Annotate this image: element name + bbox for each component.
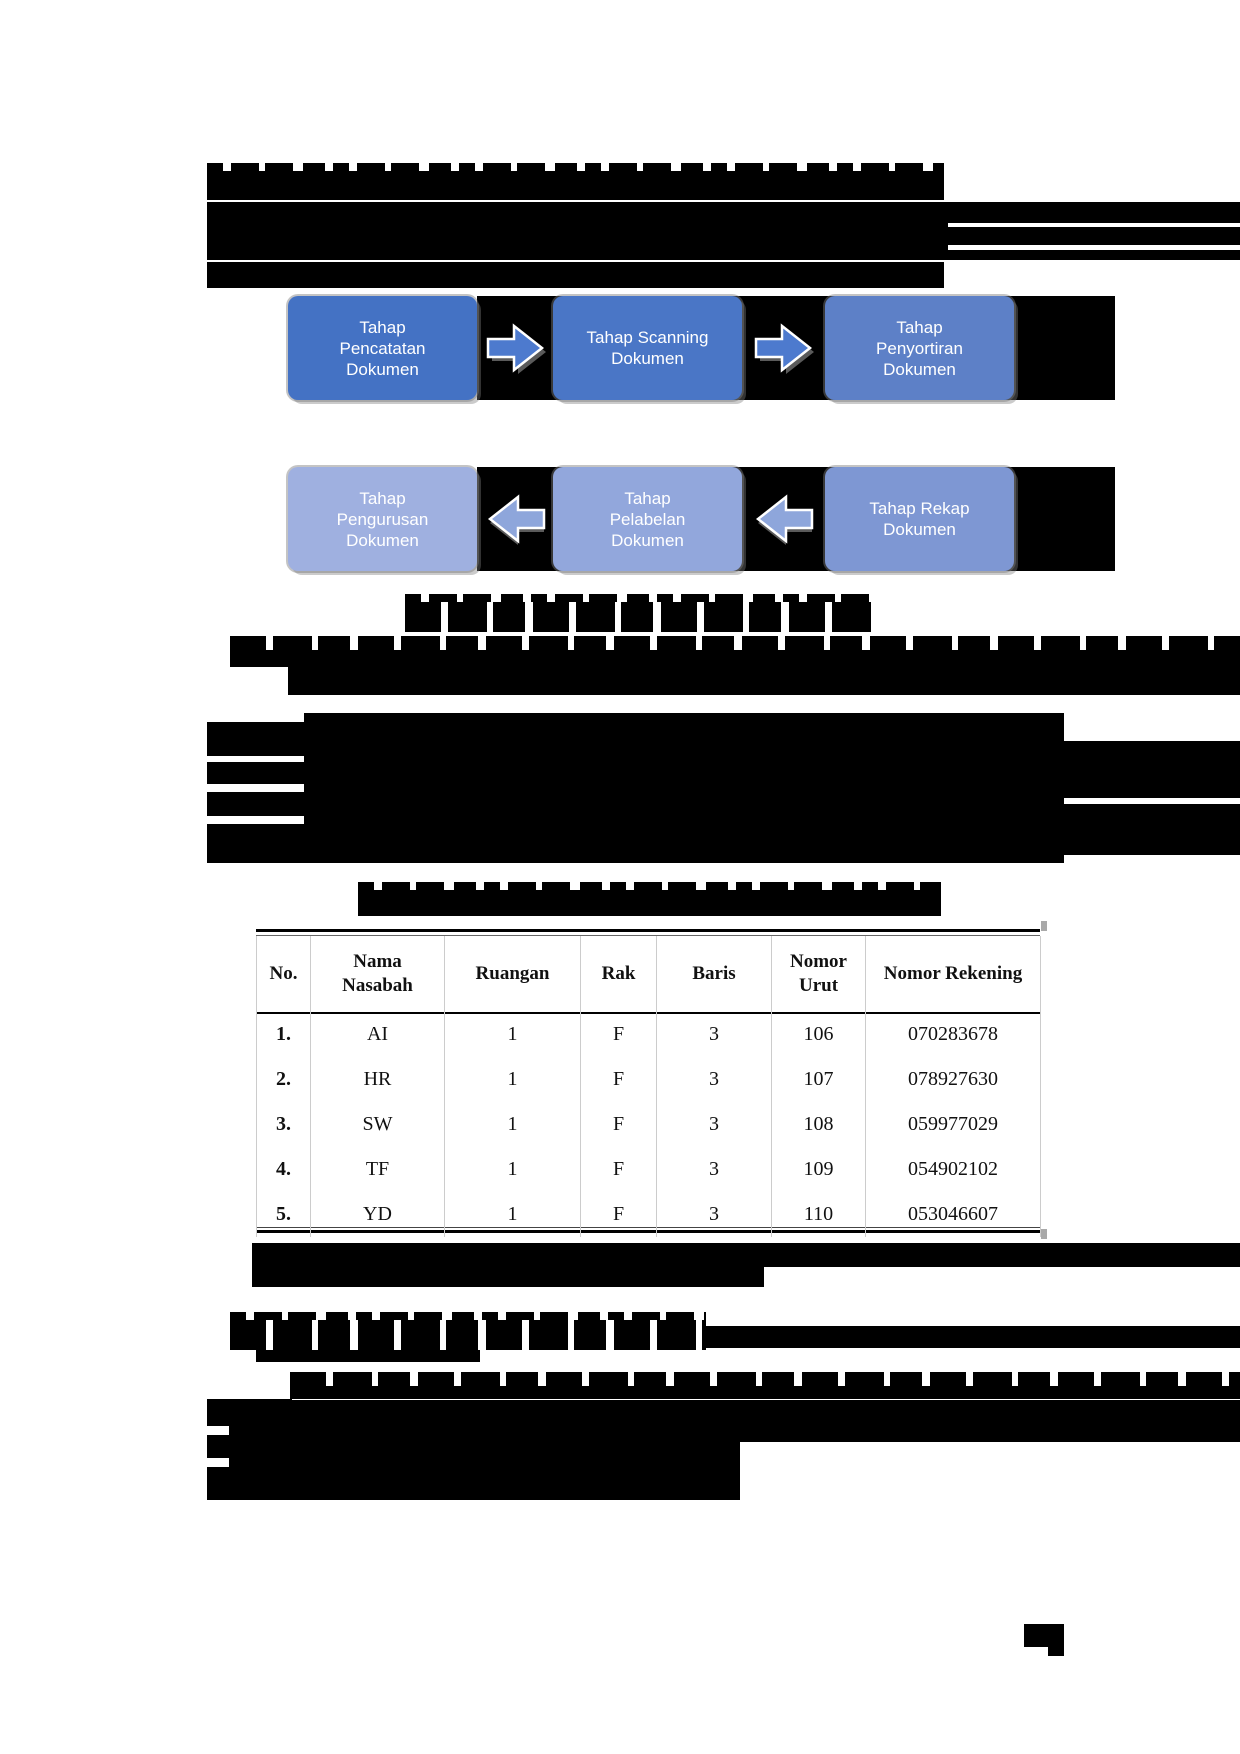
- cell-baris: 3: [656, 1057, 772, 1102]
- col-header-no: No.: [256, 936, 311, 1012]
- cell-no: 4.: [256, 1147, 311, 1192]
- redacted-text-line: [290, 1372, 1240, 1386]
- cell-nama: AI: [310, 1012, 445, 1057]
- cell-ruangan: 1: [444, 1102, 581, 1147]
- redacted-paragraph-line: [207, 262, 944, 288]
- redacted-text-line: [230, 636, 1240, 650]
- flow-box-pelabelan: Tahap Pelabelan Dokumen: [553, 467, 742, 571]
- col-header-nama-nasabah: Nama Nasabah: [310, 936, 445, 1012]
- redaction-gap: [1064, 798, 1240, 804]
- table-row: 2. HR 1 F 3 107 078927630: [256, 1057, 1041, 1102]
- redacted-text-line: [288, 667, 1240, 695]
- redacted-paragraph-block: [304, 713, 1064, 863]
- cell-ruangan: 1: [444, 1057, 581, 1102]
- table-row: 5. YD 1 F 3 110 053046607: [256, 1192, 1041, 1237]
- table-handle-mark: [1041, 1229, 1047, 1239]
- right-arrow-icon: [486, 323, 546, 374]
- flow-box-pengurusan: Tahap Pengurusan Dokumen: [288, 467, 477, 571]
- cell-rak: F: [580, 1102, 657, 1147]
- cell-nomor-urut: 110: [771, 1192, 866, 1237]
- cell-baris: 3: [656, 1012, 772, 1057]
- cell-no: 5.: [256, 1192, 311, 1237]
- cell-nomor-rekening: 078927630: [865, 1057, 1041, 1102]
- redaction-gap: [948, 223, 1240, 227]
- cell-rak: F: [580, 1192, 657, 1237]
- table-top-border-thin: [256, 935, 1040, 936]
- right-arrow-icon: [754, 323, 814, 374]
- cell-nama: SW: [310, 1102, 445, 1147]
- cell-no: 2.: [256, 1057, 311, 1102]
- redaction-gap: [207, 1426, 229, 1435]
- redacted-paragraph-block: [207, 1400, 740, 1500]
- left-arrow-icon: [487, 494, 546, 545]
- table-handle-mark: [1041, 921, 1047, 931]
- cell-nomor-rekening: 059977029: [865, 1102, 1041, 1147]
- cell-baris: 3: [656, 1102, 772, 1147]
- col-header-nomor-urut: Nomor Urut: [771, 936, 866, 1012]
- cell-rak: F: [580, 1057, 657, 1102]
- redacted-text-line: [252, 1243, 1240, 1267]
- table-row: 1. AI 1 F 3 106 070283678: [256, 1012, 1041, 1057]
- cell-ruangan: 1: [444, 1147, 581, 1192]
- table-header-row: No. Nama Nasabah Ruangan Rak Baris Nomor…: [256, 936, 1041, 1012]
- cell-baris: 3: [656, 1192, 772, 1237]
- redacted-line-start: [207, 762, 304, 784]
- cell-ruangan: 1: [444, 1012, 581, 1057]
- table-row: 4. TF 1 F 3 109 054902102: [256, 1147, 1041, 1192]
- cell-ruangan: 1: [444, 1192, 581, 1237]
- flow-box-scanning: Tahap Scanning Dokumen: [553, 296, 742, 400]
- redacted-page-number: [1048, 1647, 1064, 1656]
- redaction-gap: [207, 1458, 229, 1467]
- redacted-section-heading-tail: [706, 1326, 1240, 1348]
- col-header-baris: Baris: [656, 936, 772, 1012]
- figure-caption-redacted: [405, 594, 875, 632]
- table-row: 3. SW 1 F 3 108 059977029: [256, 1102, 1041, 1147]
- redacted-line-start: [207, 824, 304, 863]
- cell-rak: F: [580, 1147, 657, 1192]
- col-header-nomor-rekening: Nomor Rekening: [865, 936, 1041, 1012]
- redacted-text-line: [290, 1386, 1240, 1399]
- redacted-section-heading: [230, 1312, 706, 1350]
- cell-nomor-rekening: 053046607: [865, 1192, 1041, 1237]
- redacted-page-number: [1024, 1624, 1064, 1647]
- redacted-paragraph-block: [207, 202, 1240, 260]
- table-top-border-thick: [256, 929, 1040, 932]
- cell-nama: TF: [310, 1147, 445, 1192]
- cell-nomor-urut: 109: [771, 1147, 866, 1192]
- redacted-text-line: [252, 1267, 764, 1287]
- redacted-text-line: [230, 650, 1240, 667]
- redacted-heading-line: [207, 163, 944, 200]
- cell-rak: F: [580, 1012, 657, 1057]
- left-arrow-icon: [755, 494, 814, 545]
- flow-box-pencatatan: Tahap Pencatatan Dokumen: [288, 296, 477, 400]
- col-header-ruangan: Ruangan: [444, 936, 581, 1012]
- redacted-text-line: [256, 1350, 480, 1362]
- cell-no: 1.: [256, 1012, 311, 1057]
- redacted-line-start: [207, 792, 304, 816]
- cell-no: 3.: [256, 1102, 311, 1147]
- archive-table: No. Nama Nasabah Ruangan Rak Baris Nomor…: [256, 936, 1041, 1237]
- table-caption-redacted: [358, 882, 941, 916]
- redacted-line-start: [207, 722, 304, 756]
- flow-box-rekap: Tahap Rekap Dokumen: [825, 467, 1014, 571]
- cell-nomor-urut: 107: [771, 1057, 866, 1102]
- cell-nama: HR: [310, 1057, 445, 1102]
- cell-nomor-rekening: 054902102: [865, 1147, 1041, 1192]
- redacted-paragraph-block: [740, 1400, 1240, 1442]
- cell-nama: YD: [310, 1192, 445, 1237]
- redaction-gap: [948, 245, 1240, 250]
- flow-box-penyortiran: Tahap Penyortiran Dokumen: [825, 296, 1014, 400]
- cell-baris: 3: [656, 1147, 772, 1192]
- cell-nomor-urut: 108: [771, 1102, 866, 1147]
- cell-nomor-rekening: 070283678: [865, 1012, 1041, 1057]
- cell-nomor-urut: 106: [771, 1012, 866, 1057]
- col-header-rak: Rak: [580, 936, 657, 1012]
